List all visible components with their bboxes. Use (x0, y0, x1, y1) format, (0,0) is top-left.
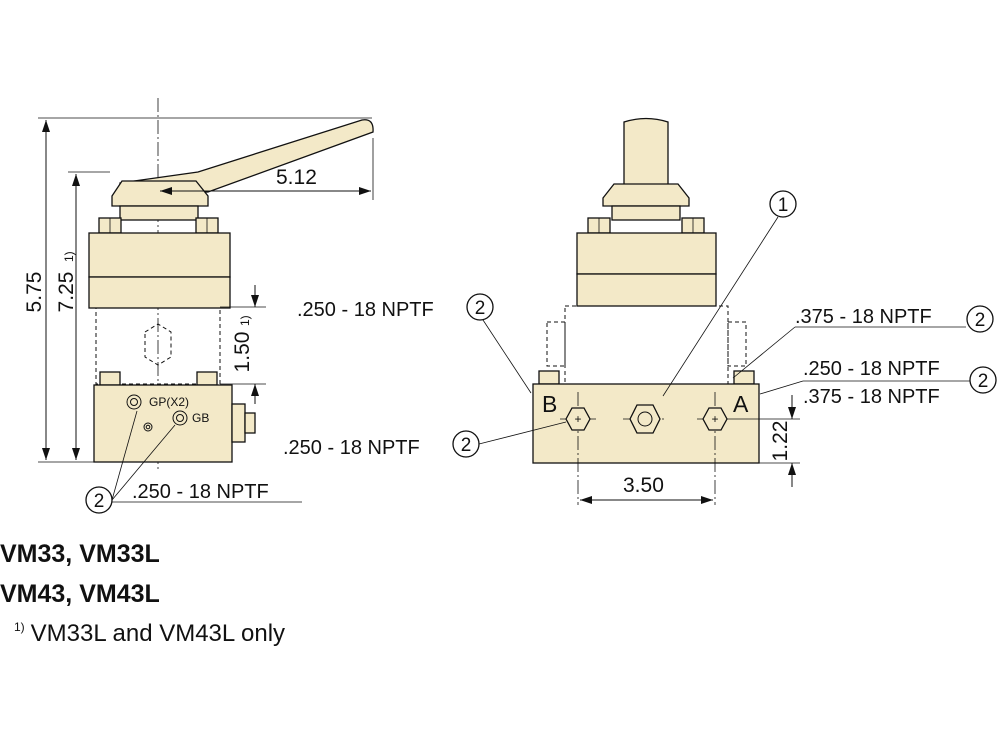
model-line-1: VM33, VM33L (0, 540, 160, 568)
dim-overall-height: 5.75 (23, 272, 46, 313)
footnote-text: VM33L and VM43L only (30, 620, 286, 647)
side-view: GP(X2) GB 5.75 7.25 1) 5.12 1.50 1) (23, 98, 374, 514)
side-tab-left (99, 371, 121, 386)
side-base-block (93, 384, 233, 463)
side-port-small (143, 422, 153, 432)
side-cap-upper (88, 232, 231, 278)
front-right-thread-2: .375 - 18 NPTF (803, 386, 940, 408)
front-upper-left-callout-num: 2 (475, 298, 486, 319)
front-upper-left-thread: .250 - 18 NPTF (297, 299, 434, 321)
side-port-gp (126, 394, 142, 410)
front-callout-1-num: 1 (778, 195, 789, 216)
front-right-callout (969, 366, 997, 394)
front-tab-right (733, 370, 755, 385)
svg-text:+: + (574, 412, 581, 426)
model-line-2: VM43, VM43L (0, 580, 160, 608)
front-view: + + B A 3.50 1.22 1 .250 - 18 NPTF 2 .37… (283, 117, 997, 505)
side-gp-label: GP(X2) (149, 395, 189, 409)
front-tab-left (538, 370, 560, 385)
front-extension-hidden (564, 305, 729, 385)
side-cap-lower (88, 276, 231, 309)
dim-lever-reach: 5.12 (276, 166, 317, 189)
front-lower-left-callout-num: 2 (461, 435, 472, 456)
front-right-callout-num: 2 (978, 371, 989, 392)
side-callout-2-num: 2 (94, 491, 105, 512)
front-side-fitting-left (546, 321, 566, 367)
front-port-b-label: B (542, 391, 557, 417)
front-port-a (702, 407, 728, 431)
front-cap-upper (576, 232, 717, 275)
side-lever-hub (111, 180, 209, 207)
side-lever-handle (119, 119, 374, 197)
side-hex-hidden (144, 323, 172, 366)
front-cap-lower (576, 273, 717, 307)
side-extension-hidden (95, 307, 221, 385)
side-thread-label: .250 - 18 NPTF (132, 481, 269, 503)
front-side-fitting-right (727, 321, 747, 367)
svg-text:+: + (711, 412, 718, 426)
footnote-marker: 1) (14, 620, 25, 634)
front-upper-right-thread: .375 - 18 NPTF (795, 306, 932, 328)
front-upper-left-callout (466, 293, 494, 321)
front-port-center (629, 404, 661, 434)
side-port-gb (172, 410, 188, 426)
front-upper-right-callout-num: 2 (975, 310, 986, 331)
front-handle-base (602, 183, 690, 207)
front-handle-knob (623, 117, 669, 187)
dim-port-height: 1.22 (769, 421, 792, 462)
front-port-a-label: A (733, 391, 749, 417)
front-right-thread-1: .250 - 18 NPTF (803, 358, 940, 380)
front-handle-collar (611, 205, 681, 221)
front-port-b (565, 407, 591, 431)
front-upper-right-callout (966, 305, 994, 333)
dim-body-height: 1.50 (231, 332, 254, 373)
dim-footnote-marker-7-25: 1) (62, 251, 76, 262)
side-callout-2 (85, 486, 113, 514)
front-callout-1 (769, 190, 797, 218)
dim-port-spacing: 3.50 (623, 474, 664, 497)
footnote: 1) VM33L and VM43L only (14, 620, 285, 648)
dim-footnote-marker-1-50: 1) (238, 315, 252, 326)
front-lower-left-thread: .250 - 18 NPTF (283, 437, 420, 459)
side-fitting-body (231, 403, 246, 443)
side-lever-collar (119, 205, 199, 221)
side-gb-label: GB (192, 411, 209, 425)
side-tab-right (196, 371, 218, 386)
side-fitting-nut (244, 412, 256, 434)
dim-overall-height-lever: 7.25 (55, 272, 78, 313)
